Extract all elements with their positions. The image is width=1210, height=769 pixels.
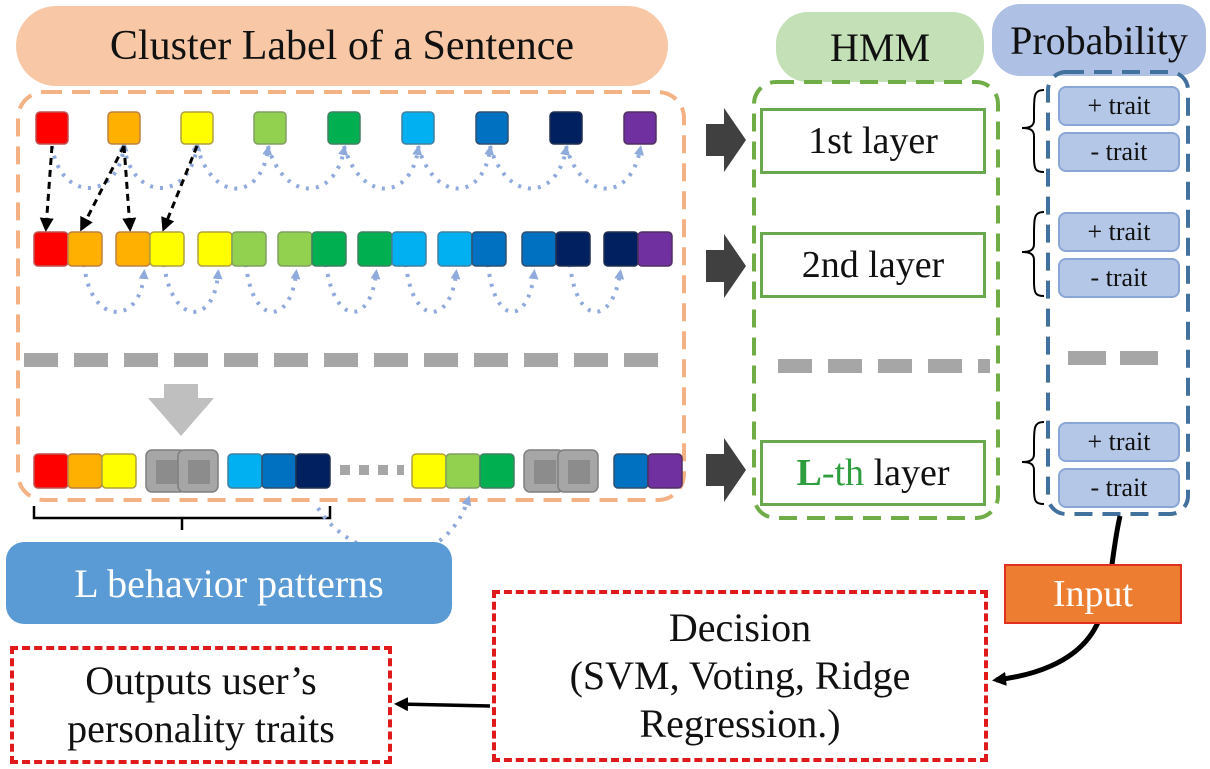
square-purple	[623, 111, 657, 145]
square-green	[327, 111, 361, 145]
row1-cluster-squares	[35, 111, 657, 145]
probability-to-decision-arrow	[992, 515, 1123, 686]
probability-region	[1046, 70, 1190, 516]
layer-input-arrows	[706, 108, 746, 502]
hmm-layer-1: 1st layer	[760, 108, 986, 174]
trait-minus-1: - trait	[1058, 132, 1180, 172]
probability-header: Probability	[992, 4, 1206, 76]
square-blue	[475, 111, 509, 145]
trait-minus-L: - trait	[1058, 468, 1180, 508]
layer-L-suffix: layer	[864, 452, 950, 494]
cluster-region	[16, 90, 686, 502]
decision-to-outputs-arrow	[394, 697, 491, 712]
decision-box: Decision (SVM, Voting, Ridge Regression.…	[492, 590, 988, 762]
cluster-label-header: Cluster Label of a Sentence	[16, 6, 668, 86]
outputs-box: Outputs user’s personality traits	[10, 646, 392, 764]
row2-cluster-pairs	[33, 231, 673, 267]
hmm-header: HMM	[776, 12, 984, 82]
down-arrow-icon	[148, 384, 214, 436]
layer-2-label: 2nd layer	[801, 244, 945, 286]
square-orange	[107, 111, 141, 145]
trait-plus-1: + trait	[1058, 86, 1180, 126]
probability-brackets	[1021, 89, 1045, 505]
behavior-patterns-box: L behavior patterns	[6, 542, 452, 624]
square-yellow	[180, 111, 214, 145]
square-red	[35, 111, 69, 145]
merge-arrows	[39, 145, 199, 232]
hmm-region	[752, 80, 1000, 520]
square-light-green	[253, 111, 287, 145]
rowL-cluster-sequence	[33, 449, 683, 493]
row2-transition-arcs	[82, 263, 625, 314]
layer-L-symbol: L	[796, 452, 822, 494]
outputs-line-1: Outputs user’s	[85, 658, 317, 703]
trait-plus-2: + trait	[1058, 212, 1180, 252]
decision-title: Decision	[668, 605, 812, 650]
trait-minus-2: - trait	[1058, 258, 1180, 298]
trait-plus-L: + trait	[1058, 422, 1180, 462]
row1-transition-arcs	[50, 141, 644, 191]
layer-1-label: 1st layer	[808, 120, 938, 162]
hmm-layer-L: L-th layer	[760, 440, 986, 506]
behavior-bracket	[32, 506, 332, 530]
decision-methods-cont: Regression.)	[639, 701, 841, 746]
hmm-layer-2: 2nd layer	[760, 232, 986, 298]
decision-methods: (SVM, Voting, Ridge	[569, 653, 911, 698]
outputs-line-2: personality traits	[67, 706, 335, 751]
square-sky	[401, 111, 435, 145]
input-label: Input	[1004, 564, 1182, 624]
layer-L-th: -th	[821, 452, 865, 494]
square-navy	[549, 111, 583, 145]
